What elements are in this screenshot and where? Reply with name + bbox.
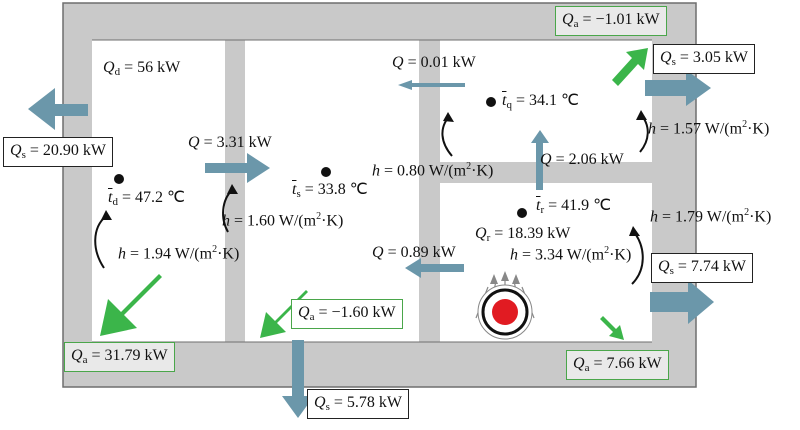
label-ts: ts = 33.8 ℃: [292, 181, 368, 200]
room-middle: [245, 40, 419, 342]
label-tq: tq = 34.1 ℃: [502, 92, 579, 111]
point-tq: [486, 97, 496, 107]
convection-arrowheads: [101, 110, 647, 236]
arrow-qa-right: [600, 316, 624, 340]
arrow-bottom-out: [282, 340, 314, 418]
box-qa-top: Qa = −1.01 kW: [555, 6, 667, 36]
label-h-334: h = 3.34 W/(m2·K): [510, 245, 632, 264]
label-tr: tr = 41.9 ℃: [536, 197, 612, 216]
temperature-points: [114, 97, 527, 218]
box-qa-mid: Qa = −1.60 kW: [291, 299, 403, 329]
arrow-q089: [405, 258, 464, 278]
label-h-194: h = 1.94 W/(m2·K): [118, 244, 240, 263]
curve-right-mid: [631, 231, 644, 285]
box-qs-left: Qs = 20.90 kW: [3, 137, 113, 167]
point-tr: [517, 208, 527, 218]
arrow-left-out: [28, 88, 88, 130]
label-qr: Qr = 18.39 kW: [475, 225, 571, 244]
label-q-206: Q = 2.06 kW: [540, 151, 624, 168]
heat-source-icon: [475, 271, 535, 340]
label-h-080: h = 0.80 W/(m2·K): [372, 161, 494, 180]
label-td: td = 47.2 ℃: [108, 189, 185, 208]
box-qs-right-top: Qs = 3.05 kW: [653, 44, 755, 74]
label-h-157: h = 1.57 W/(m2·K): [648, 119, 770, 138]
blue-arrows: [28, 70, 714, 418]
label-q-top: Q = 0.01 kW: [392, 54, 476, 71]
point-ts: [321, 167, 331, 177]
label-h-160: h = 1.60 W/(m2·K): [222, 211, 344, 230]
arrow-right-top: [645, 70, 711, 106]
box-qa-left: Qa = 31.79 kW: [64, 342, 175, 372]
box-qs-bottom: Qs = 5.78 kW: [307, 389, 409, 419]
arrow-q206: [531, 130, 549, 190]
arrow-qa-left: [100, 274, 162, 336]
room-left: [92, 40, 225, 342]
room-lower-right: [440, 183, 652, 342]
label-h-179: h = 1.79 W/(m2·K): [650, 207, 772, 226]
arrow-right-mid: [650, 280, 714, 324]
point-td: [114, 174, 124, 184]
label-q-089: Q = 0.89 kW: [372, 244, 456, 261]
arrow-q331: [205, 153, 270, 183]
arrow-qa-top: [612, 48, 648, 86]
box-qa-right: Qa = 7.66 kW: [566, 350, 669, 380]
label-q-331: Q = 3.31 kW: [188, 134, 272, 151]
arrow-q001: [398, 80, 465, 90]
label-qd: Qd = 56 kW: [103, 59, 181, 78]
box-qs-right-mid: Qs = 7.74 kW: [651, 253, 753, 283]
